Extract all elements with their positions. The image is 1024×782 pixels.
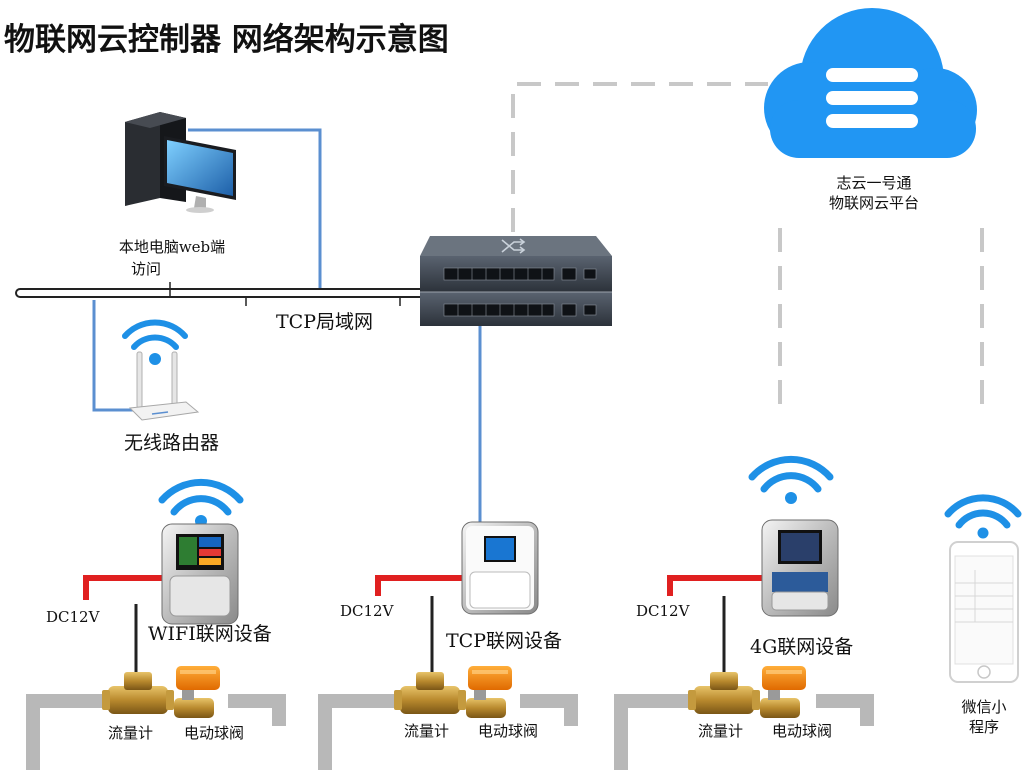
4g-device-label: 4G联网设备 (750, 636, 854, 658)
cloud-icon (764, 8, 977, 158)
tcp-valve-icon (466, 666, 512, 718)
lan-label: TCP局域网 (276, 311, 373, 333)
4g-flowmeter-and-valve (688, 666, 806, 718)
tcp-valve-label: 电动球阀 (478, 722, 539, 740)
4g-valve-label: 电动球阀 (772, 722, 833, 740)
switch-arrows-icon (501, 238, 526, 254)
wifi-flowmeter-label: 流量计 (108, 724, 154, 742)
cloud-name-line1: 志云一号通 (836, 174, 912, 192)
tcp-flowmeter-and-valve (394, 666, 512, 718)
4g-controller-device (761, 519, 839, 617)
cloud-name-line2: 物联网云平台 (828, 194, 920, 212)
cloud-dashed-links (511, 82, 984, 408)
tcp-controller-device (461, 521, 539, 615)
wifi-device-power-label: DC12V (46, 608, 100, 626)
network-switch-icon (420, 236, 612, 326)
wifi-controller-device (161, 523, 239, 625)
4g-device-power-label: DC12V (636, 602, 690, 620)
router-label: 无线路由器 (124, 432, 220, 454)
wifi-flowmeter-icon (102, 672, 174, 714)
phone-miniprogram-icon (949, 541, 1019, 683)
4g-flowmeter-label: 流量计 (698, 722, 744, 740)
wireless-router-icon (122, 319, 200, 421)
pc-label-line1: 本地电脑web端 (118, 238, 226, 256)
4g-flowmeter-icon (688, 672, 760, 714)
page-title: 物联网云控制器 网络架构示意图 (4, 22, 449, 58)
miniprogram-label-line1: 微信小 (961, 698, 1007, 716)
desktop-computer-icon (125, 112, 236, 213)
power-wires (83, 575, 762, 676)
tcp-device-power-label: DC12V (340, 602, 394, 620)
tcp-flowmeter-icon (394, 672, 466, 714)
wifi-valve-icon (174, 666, 220, 718)
miniprogram-label-line2: 程序 (968, 718, 1000, 736)
lan-links (92, 128, 482, 522)
wifi-valve-label: 电动球阀 (184, 724, 245, 742)
tcp-flowmeter-label: 流量计 (404, 722, 450, 740)
4g-valve-icon (760, 666, 806, 718)
wifi-flowmeter-and-valve (102, 666, 220, 718)
wifi-device-label: WIFI联网设备 (148, 623, 272, 645)
wifi-signal-icons (158, 455, 1022, 529)
pc-label-line2: 访问 (130, 260, 162, 278)
tcp-device-label: TCP联网设备 (446, 630, 562, 652)
water-pipes (26, 694, 874, 770)
